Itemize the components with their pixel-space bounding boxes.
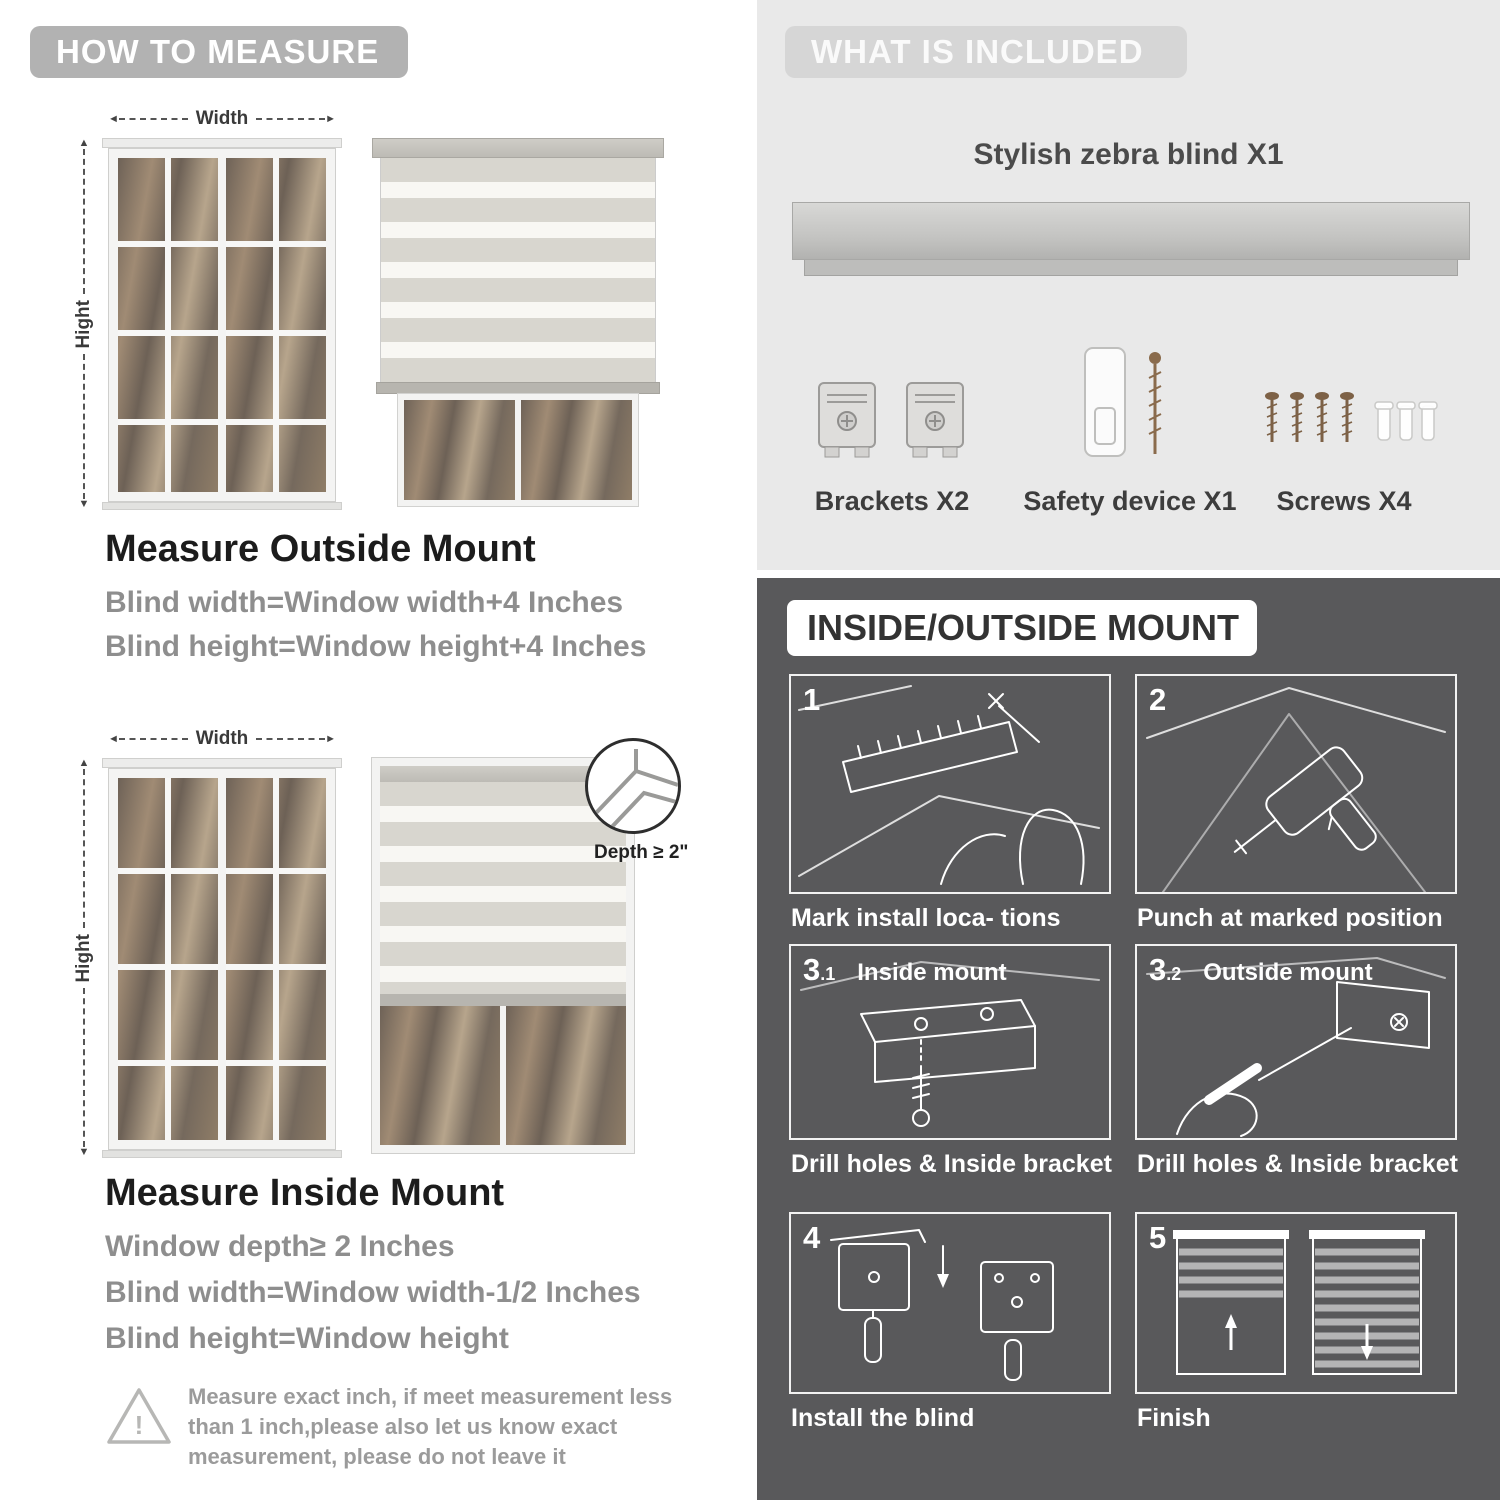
screws-icon — [1265, 390, 1438, 444]
blind-zebra-fabric — [380, 782, 626, 994]
brackets-icon — [818, 382, 964, 458]
arrow-right-icon: ► — [325, 112, 336, 125]
step-panel-1: 1 — [789, 674, 1111, 894]
arrow-down-icon: ▼ — [78, 1146, 90, 1159]
arrow-right-icon: ► — [325, 732, 336, 745]
step-caption-2: Punch at marked position — [1137, 904, 1443, 932]
step-caption-3-2: Drill holes & Inside bracket — [1137, 1150, 1458, 1178]
arrow-left-icon: ◄ — [108, 732, 119, 745]
brackets-label: Brackets X2 — [814, 486, 970, 516]
height-label: Hight — [73, 933, 94, 983]
step-number: 2 — [1149, 682, 1167, 717]
window-frame — [108, 148, 336, 502]
window-sill — [102, 1150, 342, 1158]
step-caption-5: Finish — [1137, 1404, 1211, 1432]
inside-mount-line2: Blind width=Window width-1/2 Inches — [105, 1276, 641, 1309]
arrow-up-icon: ▲ — [78, 757, 90, 769]
step-caption-4: Install the blind — [791, 1404, 975, 1432]
outside-mount-line1: Blind width=Window width+4 Inches — [105, 586, 624, 619]
step-panel-4: 4 — [789, 1212, 1111, 1394]
width-label: Width — [195, 728, 249, 749]
what-is-included-section: WHAT IS INCLUDED Stylish zebra blind X1 — [757, 0, 1500, 570]
step-panel-5: 5 — [1135, 1212, 1457, 1394]
mount-instructions-section: INSIDE/OUTSIDE MOUNT 1 — [757, 578, 1500, 1500]
mount-header: INSIDE/OUTSIDE MOUNT — [787, 600, 1257, 656]
blind-headrail-illustration — [792, 202, 1470, 260]
blind-bottom-rail — [380, 994, 626, 1006]
arrow-left-icon: ◄ — [108, 112, 119, 125]
finish-blinds-illustration — [1173, 1230, 1425, 1375]
note-line2: than 1 inch,please also let us know exac… — [188, 1414, 618, 1439]
install-blind-illustration — [830, 1229, 1054, 1381]
depth-badge: Depth ≥ 2" — [594, 842, 689, 863]
drill-illustration — [1146, 687, 1446, 892]
note-line1: Measure exact inch, if meet measurement … — [188, 1384, 673, 1409]
height-arrow: ▲ Hight ▼ — [72, 758, 96, 1158]
outside-mount-line2: Blind height=Window height+4 Inches — [105, 630, 647, 663]
window-top-cap — [102, 758, 342, 768]
step-caption-3-1: Drill holes & Inside bracket — [791, 1150, 1112, 1178]
inside-mount-line1: Window depth≥ 2 Inches — [105, 1230, 455, 1263]
step-number: 1 — [803, 682, 821, 717]
arrow-down-icon: ▼ — [78, 498, 90, 511]
width-arrow: ◄ Width ► — [108, 728, 336, 750]
inside-mount-title: Measure Inside Mount — [105, 1172, 505, 1214]
outside-mount-title: Measure Outside Mount — [105, 528, 536, 570]
mark-locations-illustration — [798, 685, 1100, 885]
window-sill — [102, 502, 342, 510]
outside-bracket-illustration — [1146, 957, 1446, 1137]
step-caption-1: Mark install loca- tions — [791, 904, 1061, 932]
arrow-up-icon: ▲ — [78, 137, 90, 149]
safety-device-label: Safety device X1 — [1023, 486, 1237, 516]
svg-text:!: ! — [135, 1410, 144, 1440]
what-is-included-header: WHAT IS INCLUDED — [785, 26, 1187, 78]
width-label: Width — [195, 108, 249, 129]
how-to-measure-header: HOW TO MEASURE — [30, 26, 408, 78]
zebra-blind-count-label: Stylish zebra blind X1 — [973, 138, 1284, 171]
inside-bracket-illustration — [800, 961, 1100, 1127]
step-panel-2: 2 — [1135, 674, 1457, 894]
blind-bottom-rail — [376, 382, 660, 394]
blind-headrail — [372, 138, 664, 158]
blind-zebra-fabric — [380, 158, 656, 382]
safety-device-icon — [1084, 347, 1162, 457]
height-arrow: ▲ Hight ▼ — [72, 138, 96, 510]
depth-magnifier-icon — [585, 738, 681, 834]
window-below-blind — [397, 393, 639, 507]
blind-headrail — [380, 766, 626, 782]
note-line3: measurement, please do not leave it — [188, 1444, 566, 1469]
warning-triangle-icon: ! — [107, 1388, 171, 1444]
window-top-cap — [102, 138, 342, 148]
height-label: Hight — [73, 299, 94, 349]
zebra-blind-outside-illustration — [372, 138, 664, 507]
window-illustration-inside — [102, 758, 342, 1158]
screws-label: Screws X4 — [1276, 486, 1412, 516]
window-illustration-outside — [102, 138, 342, 510]
step-number: 4 — [803, 1220, 821, 1255]
window-frame — [108, 768, 336, 1150]
width-arrow: ◄ Width ► — [108, 108, 336, 130]
step-number: 5 — [1149, 1220, 1167, 1255]
blind-headrail-lip — [804, 260, 1458, 276]
inside-mount-line3: Blind height=Window height — [105, 1322, 509, 1355]
window-glass-below-blind — [380, 1006, 626, 1145]
zebra-blind-inside-illustration — [371, 757, 635, 1154]
